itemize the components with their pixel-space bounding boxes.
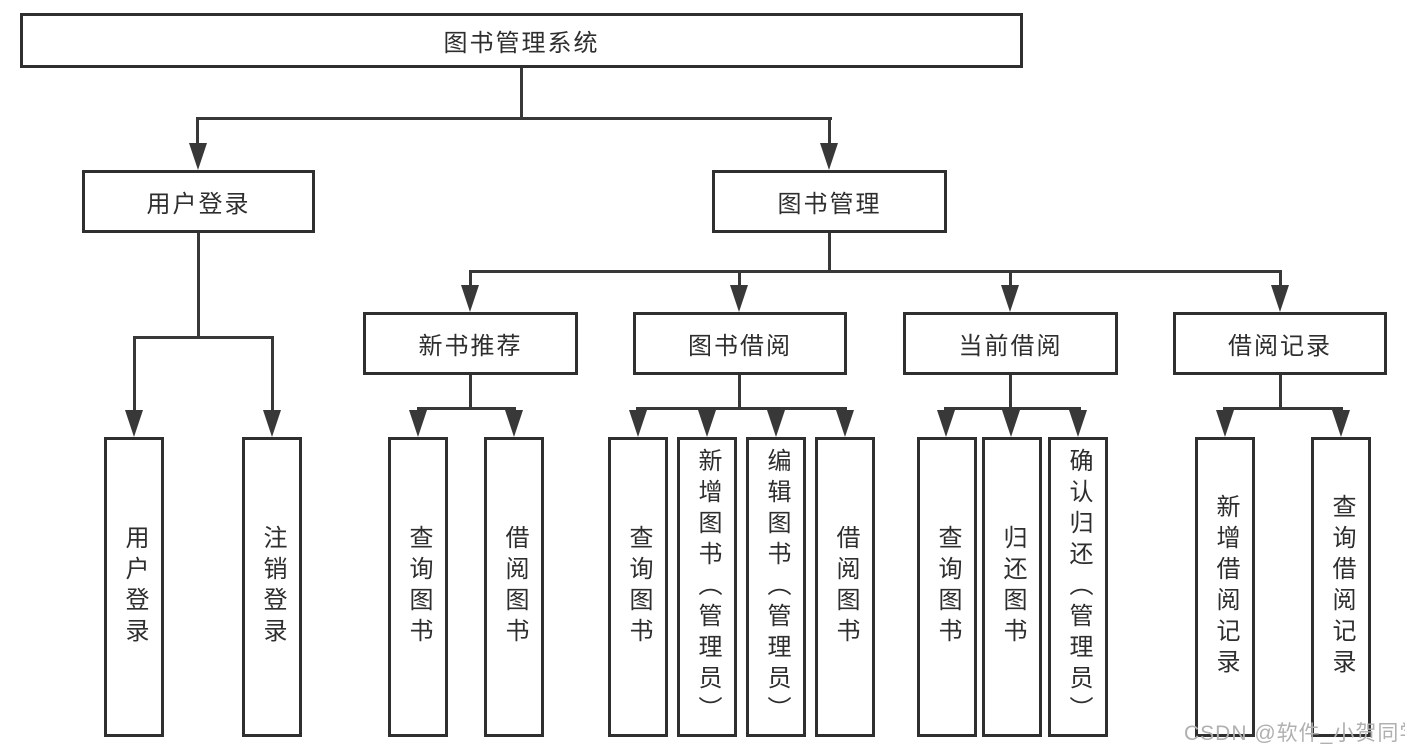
leaf-label: 借阅图书 (501, 525, 528, 649)
leaf-borrow-books: 借阅图书 (484, 437, 544, 737)
connector-rail (196, 117, 832, 120)
node-label: 当前借阅 (958, 333, 1063, 360)
arrow-down-icon (125, 410, 143, 437)
node-label: 借阅记录 (1228, 333, 1332, 360)
node-book-management: 图书管理 (712, 170, 947, 233)
connector-drop (469, 270, 472, 290)
connector-stem (1279, 375, 1282, 407)
leaf-label: 新增图书（管理员） (694, 447, 721, 727)
node-library-management-system: 图书管理系统 (20, 13, 1023, 68)
connector-stem (1009, 375, 1012, 407)
arrow-down-icon (1001, 285, 1019, 312)
arrow-down-icon (1271, 285, 1289, 312)
connector-rail (469, 270, 1282, 273)
leaf-label: 注销登录 (259, 525, 286, 649)
watermark-text: CSDN @软件_小贺同学 (1184, 722, 1405, 745)
connector-drop (1009, 270, 1012, 290)
arrow-down-icon (461, 285, 479, 312)
leaf-edit-books-admin: 编辑图书（管理员） (746, 437, 806, 737)
leaf-confirm-return-admin: 确认归还（管理员） (1048, 437, 1108, 737)
leaf-label: 借阅图书 (832, 525, 859, 649)
leaf-label: 查询借阅记录 (1328, 494, 1355, 680)
leaf-logout-login: 注销登录 (242, 437, 302, 737)
node-user-login: 用户登录 (82, 170, 315, 233)
leaf-label: 查询图书 (625, 525, 652, 649)
leaf-label: 查询图书 (934, 525, 961, 649)
leaf-return-books: 归还图书 (982, 437, 1042, 737)
leaf-add-books-admin: 新增图书（管理员） (677, 437, 737, 737)
arrow-down-icon (409, 410, 427, 437)
node-book-borrowing: 图书借阅 (633, 312, 847, 375)
connector-drop (1279, 270, 1282, 290)
leaf-label: 新增借阅记录 (1212, 494, 1239, 680)
node-label: 图书管理 (777, 191, 882, 218)
leaf-query-books: 查询图书 (917, 437, 977, 737)
connector-stem (469, 375, 472, 407)
connector-drop (738, 270, 741, 290)
leaf-borrow-books: 借阅图书 (815, 437, 875, 737)
leaf-label: 用户登录 (121, 525, 148, 649)
arrow-down-icon (1069, 410, 1087, 437)
connector-stem (197, 233, 200, 336)
connector-stem (738, 375, 741, 407)
node-current-borrowing: 当前借阅 (903, 312, 1118, 375)
node-label: 用户登录 (146, 191, 251, 218)
connector-rail (636, 407, 847, 410)
arrow-down-icon (1216, 410, 1234, 437)
node-label: 图书管理系统 (443, 30, 600, 57)
connector-drop (133, 336, 136, 415)
arrow-down-icon (836, 410, 854, 437)
arrow-down-icon (698, 410, 716, 437)
leaf-label: 归还图书 (999, 525, 1026, 649)
node-label: 新书推荐 (418, 333, 523, 360)
arrow-down-icon (937, 410, 955, 437)
connector-stem (520, 68, 523, 117)
connector-rail (1223, 407, 1343, 410)
arrow-down-icon (189, 143, 207, 170)
arrow-down-icon (505, 410, 523, 437)
connector-rail (944, 407, 1081, 410)
leaf-label: 编辑图书（管理员） (763, 447, 790, 727)
connector-drop (196, 117, 199, 148)
node-new-book-recommend: 新书推荐 (363, 312, 578, 375)
leaf-add-borrow-record: 新增借阅记录 (1195, 437, 1255, 737)
connector-drop (828, 117, 831, 148)
leaf-user-login: 用户登录 (104, 437, 164, 737)
connector-rail (133, 336, 274, 339)
arrow-down-icon (730, 285, 748, 312)
leaf-label: 确认归还（管理员） (1065, 447, 1092, 727)
connector-stem (828, 233, 831, 270)
arrow-down-icon (1332, 410, 1350, 437)
arrow-down-icon (263, 410, 281, 437)
node-borrow-records: 借阅记录 (1173, 312, 1387, 375)
leaf-query-books: 查询图书 (608, 437, 668, 737)
leaf-query-borrow-record: 查询借阅记录 (1311, 437, 1371, 737)
connector-rail (417, 407, 516, 410)
leaf-label: 查询图书 (405, 525, 432, 649)
leaf-query-books: 查询图书 (388, 437, 448, 737)
arrow-down-icon (629, 410, 647, 437)
arrow-down-icon (767, 410, 785, 437)
arrow-down-icon (1002, 410, 1020, 437)
arrow-down-icon (820, 143, 838, 170)
connector-drop (271, 336, 274, 415)
node-label: 图书借阅 (688, 333, 792, 360)
